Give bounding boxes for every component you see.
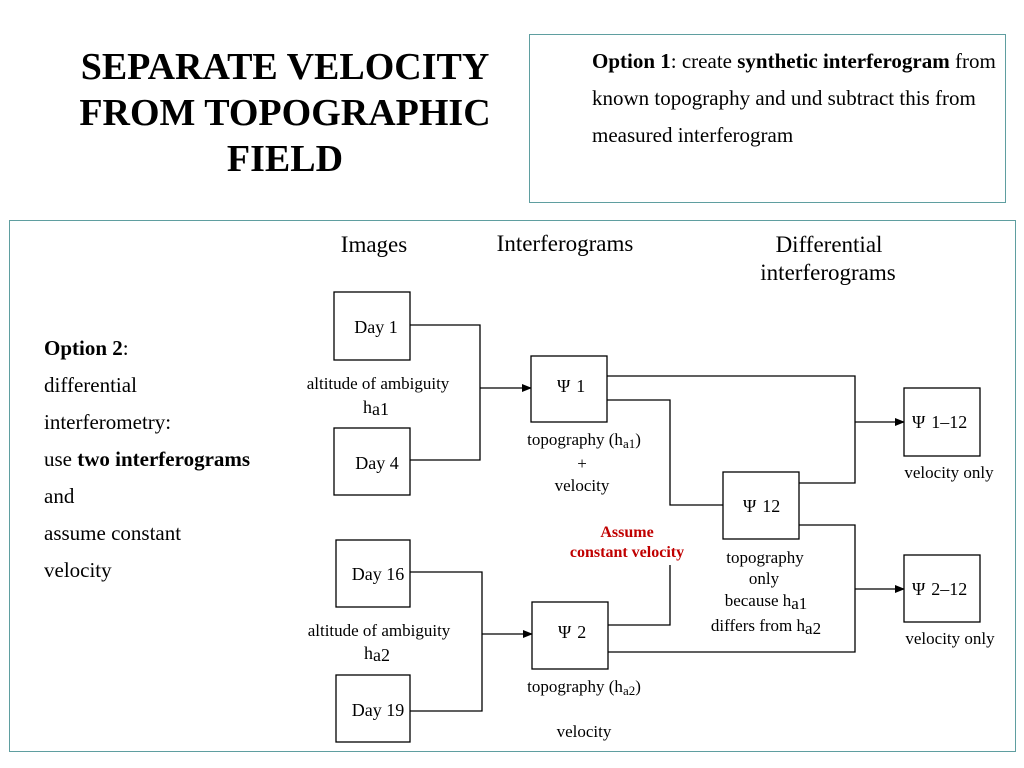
- connector-psi2-to-diff2: [608, 589, 856, 653]
- psi2-caption-topo-close: ): [635, 677, 641, 696]
- title-line-3: FIELD: [226, 138, 344, 180]
- psi-index-2-12: 2–12: [931, 579, 967, 599]
- assumption-line-2: constant velocity: [570, 544, 684, 561]
- psi12-caption-line-1: topography: [726, 548, 804, 567]
- option-2-colon: :: [122, 336, 129, 360]
- psi12-because-sub: a1: [791, 594, 807, 613]
- option-1-panel: Option 1: create synthetic interferogram…: [529, 34, 1006, 203]
- psi-symbol-12: Ψ: [743, 496, 757, 516]
- psi-symbol-2: Ψ: [558, 622, 572, 642]
- ambiguity-h-1-letter: h: [363, 397, 372, 417]
- psi2-caption-velocity: velocity: [557, 722, 612, 741]
- connector-psi1-to-psi12: [607, 399, 723, 506]
- psi1-caption-topo-close: ): [635, 430, 641, 449]
- psi1-caption-topography: topography (ha1): [527, 430, 641, 451]
- psi-index-1-12: 1–12: [931, 412, 967, 432]
- interferogram-node-psi12: [722, 471, 800, 540]
- option-1-label: Option 1: [592, 49, 671, 73]
- ambiguity-h-2-sub: a2: [373, 645, 390, 665]
- psi-symbol-2-12: Ψ: [912, 579, 926, 599]
- ambiguity-h-1-sub: a1: [372, 399, 389, 419]
- psi-symbol-1: Ψ: [557, 376, 571, 396]
- image-node-day4: [333, 427, 411, 496]
- psi1-caption-topo-sub: a1: [623, 436, 635, 451]
- connector-lines: [410, 324, 905, 712]
- assumption-line-1: Assume: [600, 524, 653, 541]
- option-2-line-2: interferometry:: [44, 410, 172, 434]
- psi12-differs-sub: a2: [805, 619, 821, 638]
- title-line-1: SEPARATE VELOCITY: [80, 46, 490, 88]
- ambiguity-h-2: ha2: [364, 643, 390, 665]
- option-2-line-5: velocity: [44, 558, 112, 582]
- psi-symbol-1-12: Ψ: [912, 412, 926, 432]
- result-label-1: velocity only: [904, 463, 994, 482]
- psi12-differs-text: differs from h: [711, 616, 806, 635]
- interferogram-node-psi2: [531, 601, 609, 670]
- psi1-caption-velocity: velocity: [555, 476, 610, 495]
- psi12-caption-line-2: only: [749, 569, 780, 588]
- column-header-interferograms: Interferograms: [497, 231, 634, 256]
- psi-index-1: 1: [576, 376, 585, 396]
- image-label-day4: Day 4: [355, 453, 399, 473]
- differential-node-psi1-12: [903, 387, 981, 457]
- psi1-caption-plus: +: [577, 454, 587, 473]
- ambiguity-label-2: altitude of ambiguity: [308, 621, 451, 640]
- connector-day16-day19: [410, 571, 483, 712]
- psi12-because-text: because h: [725, 591, 792, 610]
- connector-psi2-to-psi12: [608, 565, 671, 626]
- title-line-2: FROM TOPOGRAPHIC: [79, 92, 491, 134]
- connector-psi12-to-diff2: [799, 524, 856, 589]
- diagram-panel: [9, 220, 1016, 752]
- column-header-differential-1: Differential: [776, 232, 883, 257]
- psi2-caption-topo-sub: a2: [623, 683, 635, 698]
- connector-psi12-to-diff1: [799, 422, 856, 484]
- option-2-use: use: [44, 447, 78, 471]
- psi12-caption-differs: differs from ha2: [711, 616, 821, 638]
- option-2-line-4: assume constant: [44, 521, 182, 545]
- page-title: SEPARATE VELOCITY FROM TOPOGRAPHIC FIELD: [40, 44, 530, 182]
- image-node-day16: [335, 539, 411, 608]
- option-1-emphasis: synthetic interferogram: [737, 49, 950, 73]
- image-label-day19: Day 19: [352, 700, 405, 720]
- connector-psi1-to-diff1: [607, 375, 856, 422]
- result-label-2: velocity only: [905, 629, 995, 648]
- image-node-day19: [335, 674, 411, 743]
- differential-node-psi2-12: [903, 554, 981, 623]
- ambiguity-label-1: altitude of ambiguity: [307, 374, 450, 393]
- option-1-text-a: : create: [670, 49, 738, 73]
- psi2-caption-topography: topography (ha2): [527, 677, 641, 698]
- ambiguity-h-1: ha1: [363, 397, 389, 419]
- image-node-day1: [333, 291, 411, 361]
- psi-index-12: 12: [762, 496, 780, 516]
- column-header-differential-2: interferograms: [760, 260, 895, 285]
- column-header-images: Images: [341, 232, 407, 257]
- option-1-text-b: from known topography and und subtract t…: [592, 49, 996, 147]
- option-2-and: and: [44, 484, 75, 508]
- option-2-label: Option 2: [44, 336, 123, 360]
- option-2-emphasis: two interferograms: [77, 447, 251, 471]
- psi12-caption-because: because ha1: [725, 591, 808, 613]
- interferogram-node-psi1: [530, 355, 608, 423]
- image-label-day16: Day 16: [352, 564, 405, 584]
- ambiguity-h-2-letter: h: [364, 643, 373, 663]
- option-2-line-1: differential: [44, 373, 137, 397]
- psi-index-2: 2: [577, 622, 586, 642]
- image-label-day1: Day 1: [354, 317, 398, 337]
- option-2-text: Option 2: differential interferometry: u…: [44, 330, 274, 589]
- connector-day1-day4: [410, 324, 481, 461]
- psi2-caption-topo-text: topography (h: [527, 677, 623, 696]
- option-1-text: Option 1: create synthetic interferogram…: [592, 43, 1002, 154]
- psi1-caption-topo-text: topography (h: [527, 430, 623, 449]
- option-2-line-3: use two interferograms and: [44, 441, 274, 515]
